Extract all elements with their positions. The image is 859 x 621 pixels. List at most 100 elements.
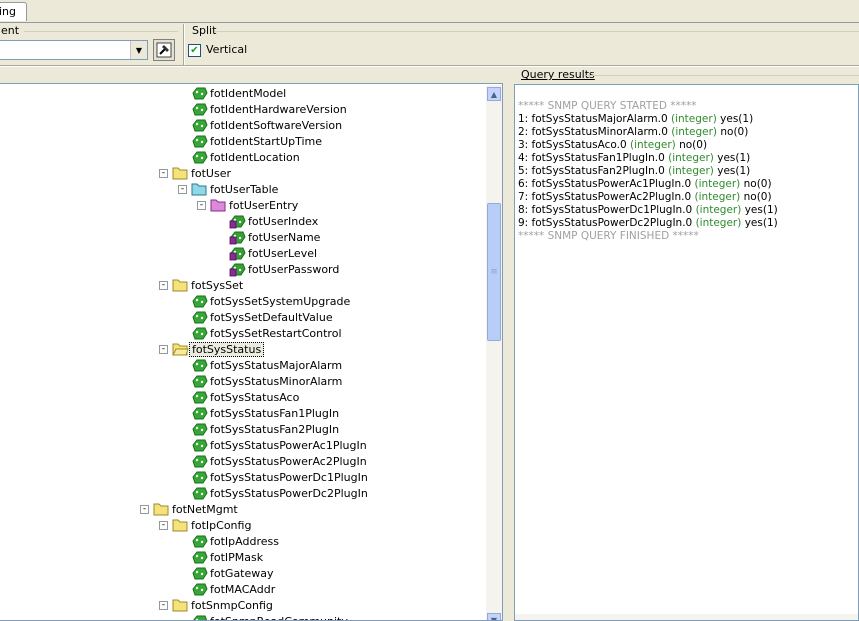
collapse-toggle-icon[interactable]: - <box>159 600 168 610</box>
query-result-line: 8: fotSysStatusPowerDc1PlugIn.0 (integer… <box>518 204 778 217</box>
oid-text: 2: fotSysStatusMinorAlarm.0 <box>518 126 672 138</box>
scroll-up-icon[interactable]: ▲ <box>487 87 501 101</box>
tree-item[interactable]: fotIPMask <box>178 549 265 565</box>
tree-item-label[interactable]: fotIdentSoftwareVersion <box>210 118 343 132</box>
tree-item[interactable]: - fotSnmpConfig <box>159 597 275 613</box>
tree-item-label[interactable]: fotSysStatusPowerAc1PlugIn <box>210 438 367 452</box>
vertical-checkbox-label[interactable]: Vertical <box>206 43 248 56</box>
results-horizontal-scrollbar[interactable] <box>515 614 858 620</box>
scroll-down-icon[interactable]: ▼ <box>487 613 501 620</box>
tree-item[interactable]: fotSysStatusAco <box>178 389 301 405</box>
tree-item-label[interactable]: fotUserTable <box>210 182 279 196</box>
query-results-panel[interactable]: ***** SNMP QUERY STARTED ***** 1: fotSys… <box>514 84 859 621</box>
scrollbar-thumb[interactable]: ≡ <box>487 203 501 341</box>
tree-item[interactable]: fotIdentSoftwareVersion <box>178 117 344 133</box>
tree-item-label[interactable]: fotGateway <box>210 566 274 580</box>
tree-item-label[interactable]: fotNetMgmt <box>172 502 238 516</box>
tab-query[interactable]: ing <box>0 2 27 21</box>
collapse-toggle-icon[interactable]: - <box>159 280 168 290</box>
tree-item[interactable]: fotSysStatusPowerAc2PlugIn <box>178 453 369 469</box>
tree-item-label[interactable]: fotIdentLocation <box>210 150 300 164</box>
tree-item-label[interactable]: fotMACAddr <box>210 582 276 596</box>
tree-item[interactable]: fotSysSetRestartControl <box>178 325 344 341</box>
agent-combobox[interactable]: ▼ <box>0 40 148 60</box>
tree-item[interactable]: fotSysStatusMinorAlarm <box>178 373 344 389</box>
tree-item[interactable]: - fotSysStatus <box>159 341 265 357</box>
tree-item[interactable]: fotSysStatusPowerAc1PlugIn <box>178 437 369 453</box>
tree-item[interactable]: fotSysStatusFan2PlugIn <box>178 421 341 437</box>
tree-item[interactable]: - fotNetMgmt <box>140 501 240 517</box>
collapse-toggle-icon[interactable]: - <box>159 344 168 354</box>
collapse-toggle-icon[interactable]: - <box>178 184 187 194</box>
tree-item-label[interactable]: fotSysStatusAco <box>210 390 300 404</box>
tree-item-label[interactable]: fotSysSetSystemUpgrade <box>210 294 351 308</box>
query-result-line: 9: fotSysStatusPowerDc2PlugIn.0 (integer… <box>518 217 778 230</box>
tree-item-label[interactable]: fotSysStatusPowerDc2PlugIn <box>210 486 368 500</box>
mib-leaf-icon <box>192 311 208 323</box>
chevron-down-icon[interactable]: ▼ <box>130 41 147 59</box>
collapse-toggle-icon[interactable]: - <box>159 520 168 530</box>
mib-leaf-icon <box>192 359 208 371</box>
panel-splitter[interactable] <box>504 67 512 621</box>
tree-item[interactable]: fotMACAddr <box>178 581 277 597</box>
value-text: yes(1) <box>716 113 754 125</box>
tree-item[interactable]: - fotUser <box>159 165 233 181</box>
tree-item[interactable]: fotUserLevel <box>216 245 319 261</box>
mib-tree[interactable]: fotIdentModel fotIdentHardwareVersion fotI… <box>0 83 503 621</box>
tree-item-label[interactable]: fotSysStatusMajorAlarm <box>210 358 343 372</box>
tree-item-label[interactable]: fotSysStatus <box>189 341 265 357</box>
tree-item-label[interactable]: fotSysStatusPowerAc2PlugIn <box>210 454 367 468</box>
tree-item[interactable]: fotGateway <box>178 565 276 581</box>
tree-item-label[interactable]: fotSysStatusFan2PlugIn <box>210 422 340 436</box>
tree-item[interactable]: fotSysStatusPowerDc1PlugIn <box>178 469 370 485</box>
tree-item[interactable]: fotSnmpReadCommunity <box>178 613 350 621</box>
tree-item-label[interactable]: fotUserPassword <box>248 262 340 276</box>
tree-item-label[interactable]: fotSnmpConfig <box>191 598 273 612</box>
oid-text: 6: fotSysStatusPowerAc1PlugIn.0 <box>518 178 695 190</box>
tree-item[interactable]: fotUserIndex <box>216 213 320 229</box>
tree-item[interactable]: fotSysStatusPowerDc2PlugIn <box>178 485 370 501</box>
tree-item-label[interactable]: fotSnmpReadCommunity <box>210 614 348 621</box>
tree-item[interactable]: - fotSysSet <box>159 277 245 293</box>
folder-icon <box>172 599 188 611</box>
tree-item-label[interactable]: fotIdentModel <box>210 86 287 100</box>
tree-item[interactable]: fotIdentLocation <box>178 149 302 165</box>
tree-item[interactable]: - fotIpConfig <box>159 517 253 533</box>
collapse-toggle-icon[interactable]: - <box>159 168 168 178</box>
tree-item[interactable]: fotSysSetSystemUpgrade <box>178 293 352 309</box>
vertical-checkbox[interactable]: ✔ <box>188 44 201 57</box>
tree-item-label[interactable]: fotIdentHardwareVersion <box>210 102 347 116</box>
tree-item[interactable]: fotUserName <box>216 229 322 245</box>
tree-item[interactable]: fotIdentModel <box>178 85 288 101</box>
tree-item[interactable]: fotSysStatusFan1PlugIn <box>178 405 341 421</box>
mib-leaf-icon <box>192 87 208 99</box>
tree-item-label[interactable]: fotIPMask <box>210 550 264 564</box>
tree-item-label[interactable]: fotSysSetDefaultValue <box>210 310 333 324</box>
tree-item[interactable]: fotIdentHardwareVersion <box>178 101 349 117</box>
tree-item-label[interactable]: fotSysStatusPowerDc1PlugIn <box>210 470 368 484</box>
tree-item[interactable]: - fotUserTable <box>178 181 280 197</box>
tree-item[interactable]: fotIpAddress <box>178 533 281 549</box>
tree-item-label[interactable]: fotSysStatusFan1PlugIn <box>210 406 340 420</box>
tree-item-label[interactable]: fotUserLevel <box>248 246 318 260</box>
tree-item-label[interactable]: fotUserIndex <box>248 214 319 228</box>
tree-item-label[interactable]: fotSysSet <box>191 278 244 292</box>
tree-item-label[interactable]: fotIdentStartUpTime <box>210 134 323 148</box>
tree-item-label[interactable]: fotUser <box>191 166 231 180</box>
tree-item[interactable]: - fotUserEntry <box>197 197 300 213</box>
collapse-toggle-icon[interactable]: - <box>140 504 149 514</box>
tree-item[interactable]: fotIdentStartUpTime <box>178 133 324 149</box>
pick-agent-button[interactable] <box>153 39 175 61</box>
tree-item[interactable]: fotSysSetDefaultValue <box>178 309 335 325</box>
tree-item-label[interactable]: fotIpConfig <box>191 518 252 532</box>
tree-item[interactable]: fotUserPassword <box>216 261 341 277</box>
tree-vertical-scrollbar[interactable]: ▲ ≡ ▼ <box>486 85 502 620</box>
tree-item-label[interactable]: fotUserEntry <box>229 198 299 212</box>
toolbar-separator <box>183 24 185 66</box>
tree-item-label[interactable]: fotSysStatusMinorAlarm <box>210 374 343 388</box>
collapse-toggle-icon[interactable]: - <box>197 200 206 210</box>
tree-item[interactable]: fotSysStatusMajorAlarm <box>178 357 344 373</box>
tree-item-label[interactable]: fotUserName <box>248 230 321 244</box>
tree-item-label[interactable]: fotIpAddress <box>210 534 279 548</box>
tree-item-label[interactable]: fotSysSetRestartControl <box>210 326 342 340</box>
